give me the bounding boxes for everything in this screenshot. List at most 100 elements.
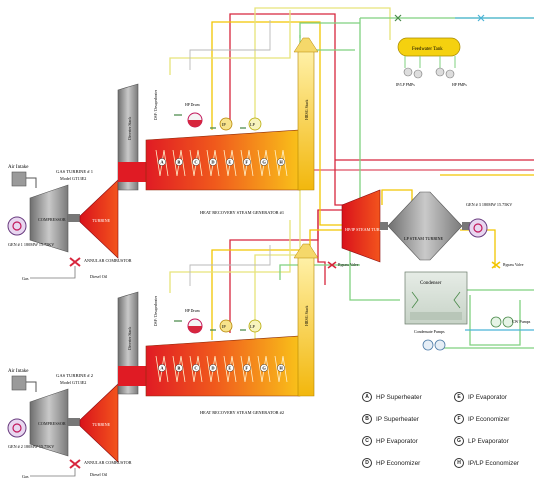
hrsg1-hp-drum-label: HP Drum [185, 103, 200, 107]
lp-turbine-label: LP STEAM TURBINE [404, 236, 444, 241]
gas-turbine-1: Air Intake COMPRESSOR TURBINE GAS TURBIN… [7, 165, 132, 281]
hp-pumps [435, 67, 455, 79]
hrsg1-hp-drum: HP Drum [185, 103, 203, 128]
hrsg2-bundle-marker [209, 364, 217, 372]
hrsg1-bundle-code: H [279, 160, 283, 165]
hrsg1-ip-drum-label: IP [222, 122, 226, 127]
legend-label: IP Economizer [468, 415, 510, 423]
hrsg2-bundle-code: H [279, 366, 283, 371]
hrsg1-lp-drum: LP [248, 117, 262, 131]
gas-turbine-2: Air Intake COMPRESSOR TURBINE GAS TURBIN… [7, 369, 132, 479]
hrsg2-hp-drum-label: HP Drum [185, 309, 200, 313]
gt1-generator-label: GEN # 1 180MW 15.75KV [8, 242, 54, 247]
hrsg2-bundle-code: B [177, 366, 180, 371]
hrsg2-stack-top [293, 243, 319, 259]
gt2-compressor [29, 388, 69, 457]
gt2-turbine [79, 383, 119, 463]
cw-loop [469, 295, 521, 346]
gt1-generator-core [12, 221, 22, 231]
condensate-pumps-label: Condensate Pumps [414, 329, 445, 334]
gt2-model: Model GT13E2 [60, 380, 86, 385]
hrsg1-bundle-code: D [211, 160, 214, 165]
hrsg2-diverter-label: Diverter Stack [127, 327, 132, 350]
hp-steam-line-1 [229, 13, 345, 206]
gen3-core [473, 223, 483, 233]
gt1-turbine [79, 179, 119, 259]
legend-item: E IP Evaporator [454, 392, 507, 402]
hrsg1-label: HEAT RECOVERY STEAM GENERATOR #1 [200, 210, 284, 215]
aux-line-2 [189, 245, 271, 286]
legend-code: H [454, 458, 464, 468]
gen3-icon [468, 218, 488, 238]
hp-ip-turbine-label: HP/IP STEAM TURBINE [345, 227, 390, 232]
hrsg2-bundle-marker [277, 364, 285, 372]
legend-label: IP Evaporator [468, 393, 507, 401]
ip-lp-pumps [403, 67, 423, 79]
hp-ip-turbine [341, 189, 381, 263]
legend-code: G [454, 436, 464, 446]
hrsg2-bundle-marker [192, 364, 200, 372]
hrsg2-bundle-marker [175, 364, 183, 372]
gt2-combustor-label: ANNULAR COMBUSTOR [84, 460, 132, 465]
gt2-fuel-line [30, 468, 76, 477]
hrsg1-bundle-code: C [194, 160, 197, 165]
legend-code: B [362, 414, 372, 424]
legend-label: IP Superheater [376, 415, 419, 423]
gt1-fuel-line [30, 266, 76, 279]
legend-label: IP/LP Economizer [468, 459, 520, 467]
condenser-tubes [411, 291, 461, 309]
cooling-valve-1 [394, 14, 402, 22]
hrsg1-diverter-label: Diverter Stack [127, 117, 132, 140]
hrsg2-hp-drum: HP Drum [185, 309, 203, 334]
feedwater-tank [397, 37, 461, 57]
gt1-model: Model GT13E2 [60, 176, 86, 181]
gt2-turbine-label: TURBINE [92, 422, 111, 427]
hrsg2-lp-drum: LP [248, 319, 262, 333]
hrsg2-bundle-marker [226, 364, 234, 372]
legend-code: C [362, 436, 372, 446]
hrsg1-stack-label: HRSG Stack [304, 99, 309, 120]
feedwater-line-5 [279, 264, 360, 280]
steam-turbine-group: HP/IP STEAM TURBINE LP STEAM TURBINE GEN… [327, 189, 524, 269]
legend-label: HP Evaporator [376, 437, 418, 445]
gt1-turbine-label: TURBINE [92, 218, 111, 223]
hrsg2-desuper-label: DSP / Desuperheater [154, 295, 158, 326]
lp-line-4 [169, 220, 291, 293]
legend-item: C HP Evaporator [362, 436, 418, 446]
gt2-air-duct [26, 381, 37, 392]
gt2-fuel-gas: Gas [22, 474, 29, 479]
feedwater-tank-label: Feedwater Tank [412, 47, 443, 52]
hrsg1-bundle-code: G [262, 160, 266, 165]
gt1-fuel-gas: Gas [22, 276, 29, 281]
hrsg2-bundle-code: E [228, 366, 231, 371]
hp-pumps-label: HP PMPs [452, 83, 467, 87]
bypass-valve-left-label: Bypass Valve [338, 263, 359, 267]
hrsg1-lp-drum-label: LP [250, 122, 256, 127]
bypass-valve-left [327, 261, 337, 269]
aux-line-1 [189, 20, 271, 70]
gt2-compressor-label: COMPRESSOR [38, 421, 66, 426]
feedwater-tank-group: Feedwater Tank IP/LP PMPs HP PMPs [394, 14, 485, 87]
hrsg2-stack-label: HRSG Stack [304, 305, 309, 326]
bypass-valve-right-label: Bypass Valve [503, 263, 524, 267]
hrsg2-bundle-code: D [211, 366, 214, 371]
feedwater-line-4 [299, 22, 360, 38]
legend-code: E [454, 392, 464, 402]
piping [169, 7, 534, 349]
legend-label: LP Evaporator [468, 437, 509, 445]
gt1-compressor-label: COMPRESSOR [38, 217, 66, 222]
hrsg2-ip-drum-label: IP [222, 324, 226, 329]
hrsg2-bundle-code: C [194, 366, 197, 371]
gt2-generator-icon [7, 418, 27, 438]
gt1-combustor-label: ANNULAR COMBUSTOR [84, 258, 132, 263]
hrsg2-label: HEAT RECOVERY STEAM GENERATOR #2 [200, 410, 284, 415]
legend-code: F [454, 414, 464, 424]
legend-label: HP Superheater [376, 393, 422, 401]
gt1-air-duct [26, 177, 37, 188]
cooling-valve-2 [477, 14, 485, 22]
hrsg1-stack-top [293, 37, 319, 53]
